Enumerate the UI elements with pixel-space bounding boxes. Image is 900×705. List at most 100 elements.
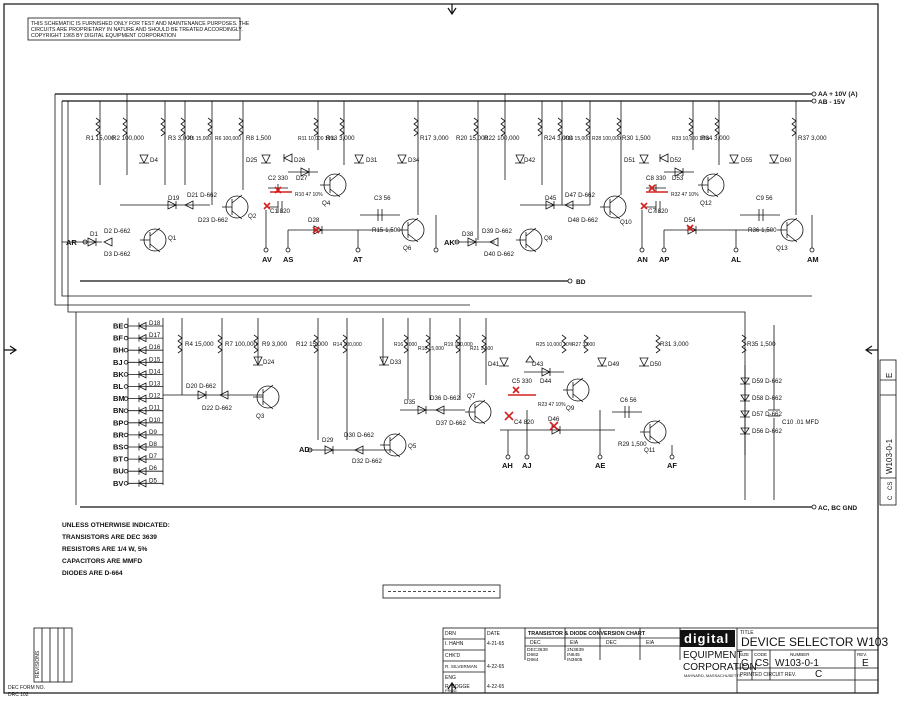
center-mark-right <box>864 345 878 355</box>
input-diode-symbol <box>128 333 163 343</box>
input-pin-terminal <box>123 408 129 413</box>
input-diode-d14: D14 <box>149 368 161 375</box>
ul-d3: D3 D-662 <box>104 251 131 258</box>
ul-d25: D25 <box>246 157 258 164</box>
input-diode-d6: D6 <box>149 465 157 472</box>
lo-q9: Q9 <box>566 405 575 412</box>
ur-r22: R22 100,000 <box>484 135 520 142</box>
chart-col-1: DEC <box>530 640 541 646</box>
lo-r35: R35 1,500 <box>747 341 776 348</box>
lo-r14: R14 100,000 <box>333 342 362 348</box>
date-header: DATE <box>487 631 501 637</box>
lo-d32: D32 D-662 <box>352 458 382 465</box>
input-pin-terminal <box>123 323 129 329</box>
red-mark-d46 <box>549 421 559 431</box>
input-pin-terminal <box>123 335 129 341</box>
notes: UNLESS OTHERWISE INDICATED: TRANSISTORS … <box>62 522 170 577</box>
chart-r2-dec: D662 <box>527 652 539 658</box>
chkd-label: CHK'D <box>445 653 461 659</box>
lo-c5: C5 330 <box>512 378 533 385</box>
chkd-date: 4-22-65 <box>487 664 504 670</box>
chkd-name: R. SILVERMAN <box>445 664 477 669</box>
pin-as: AT <box>353 255 363 264</box>
pin-ar: AR <box>66 238 77 247</box>
ul-r15: R15 1,500 <box>372 227 401 234</box>
lo-r4: R4 15,000 <box>185 341 214 348</box>
input-diode-symbol <box>128 454 163 464</box>
ur-d53: D53 <box>672 175 684 182</box>
lo-d24: D24 <box>263 359 275 366</box>
eng-name: R. SOGGE <box>445 684 470 690</box>
lo-d37: D37 D-662 <box>436 420 466 427</box>
ul-r13: R13 3,000 <box>326 135 355 142</box>
chart-r1-dec: DEC3639 <box>527 647 548 653</box>
input-pin-br: BR <box>113 430 124 439</box>
title-header: TITLE <box>740 630 754 636</box>
lo-d29: D29 <box>322 437 334 444</box>
rail-gnd-label: AC, BC GND <box>818 505 857 512</box>
input-pin-bh: BH <box>113 346 124 355</box>
ur-d51: D51 <box>624 157 636 164</box>
ur-q13: Q13 <box>776 245 788 252</box>
input-diode-symbol <box>128 442 163 452</box>
ur-c8: C8 330 <box>646 175 667 182</box>
input-diode-d18: D18 <box>149 320 161 327</box>
input-diode-d11: D11 <box>149 405 160 412</box>
pin-ak: AK <box>444 238 455 247</box>
pin-aj: AJ <box>522 461 532 470</box>
lo-r31: R31 3,000 <box>660 341 689 348</box>
lo-d46: D46 <box>548 416 560 423</box>
chart-title: TRANSISTOR & DIODE CONVERSION CHART <box>528 631 646 637</box>
ul-d31: D31 <box>366 157 378 164</box>
input-pin-bj: BJ <box>113 358 123 367</box>
chart-r3-dec: D664 <box>527 657 539 663</box>
ur-r37: R37 3,000 <box>798 135 827 142</box>
side-code: CS <box>888 482 894 490</box>
input-pin-bv: BV <box>113 479 123 488</box>
lo-q7: Q7 <box>467 393 476 400</box>
input-pin-bf: BF <box>113 334 123 343</box>
pin-an: AN <box>637 255 648 264</box>
red-mark-c5 <box>512 386 520 394</box>
chart-r3-eia: IN3605 <box>567 657 583 663</box>
ul-r8: R8 1,500 <box>246 135 272 142</box>
chart-r1-eia: 2N3639 <box>567 647 584 653</box>
ul-q4: Q4 <box>322 200 331 207</box>
lo-d56: D56 D-662 <box>752 428 782 435</box>
ur-q8: Q8 <box>544 235 553 242</box>
lo-d58: D58 D-662 <box>752 395 782 402</box>
input-pin-terminal <box>123 348 129 353</box>
input-diode-symbol <box>128 346 163 355</box>
red-mark-c4 <box>504 411 514 421</box>
input-pin-terminal <box>123 469 129 474</box>
eng-date: 4-22-65 <box>487 684 504 690</box>
red-mark-d28 <box>312 226 320 234</box>
rev-value: E <box>862 658 869 669</box>
number-header: NUMBER <box>790 652 810 657</box>
company-line-2: CORPORATION <box>683 662 757 673</box>
red-mark-c1 <box>263 202 271 210</box>
notice-box <box>27 17 241 41</box>
note-3: RESISTORS ARE 1/4 W, 5% <box>62 546 148 553</box>
note-4: CAPACITORS ARE MMFD <box>62 558 142 565</box>
size-header: SIZE <box>739 652 749 657</box>
chart-col-3: DEC <box>606 640 617 646</box>
ur-r36: R36 1,500 <box>748 227 777 234</box>
lo-r23: R23 47 10% <box>538 402 566 408</box>
ur-q10: Q10 <box>620 219 632 226</box>
ur-r26: R26 15,000 <box>564 136 590 142</box>
lo-r21: R21 1,500 <box>470 346 493 352</box>
input-pin-terminal <box>123 396 129 401</box>
ul-q1: Q1 <box>168 235 177 242</box>
input-diode-d5: D5 <box>149 477 157 484</box>
ul-d19: D19 <box>168 195 180 202</box>
lo-d59: D59 D-662 <box>752 378 782 385</box>
input-pin-bl: BL <box>113 382 123 391</box>
ul-d4: D4 <box>150 157 158 164</box>
input-pin-bn: BN <box>113 406 124 415</box>
ul-d27: D27 <box>296 175 308 182</box>
size-value: C <box>741 658 748 669</box>
prod-label: PROD. <box>445 688 458 693</box>
lo-r18: R18 15,000 <box>418 346 444 352</box>
notice-line-1: THIS SCHEMATIC IS FURNISHED ONLY FOR TES… <box>31 21 250 27</box>
